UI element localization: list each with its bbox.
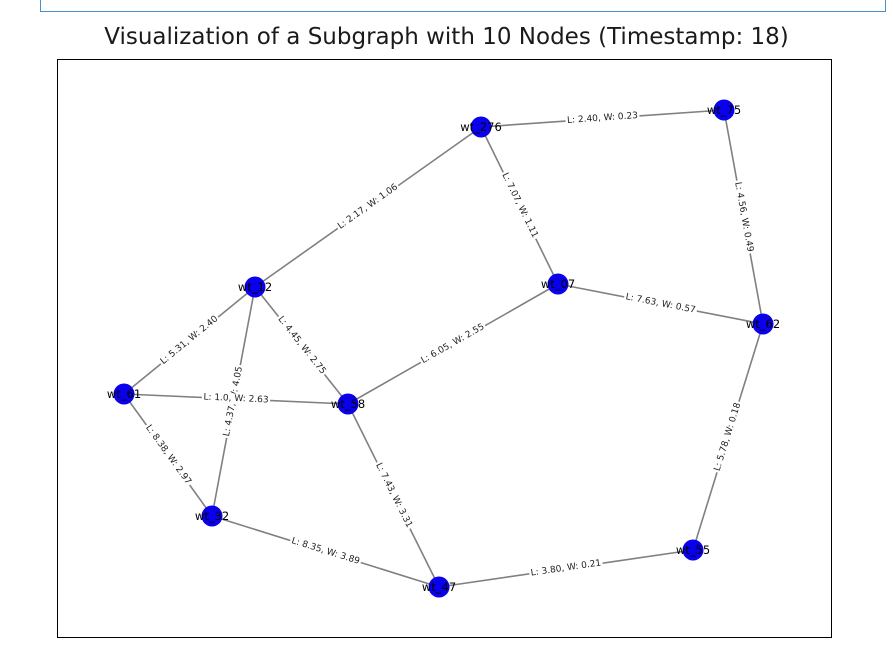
edge-label-group: L: 4.45, W: 2.75 <box>274 313 329 378</box>
edge-label-background <box>623 291 698 317</box>
node-n12 <box>244 276 266 298</box>
edge-label: L: 4.56, W: 0.49 <box>732 181 755 253</box>
node-label: wt_32 <box>195 509 229 523</box>
node-label: wt_12 <box>238 280 272 294</box>
edge-label-background <box>418 320 488 368</box>
edge-label-group: L: 5.78, W: 0.18 <box>711 400 745 474</box>
node-n47 <box>428 576 450 598</box>
edge-label-background <box>731 179 756 255</box>
edge-label-background <box>372 459 415 532</box>
edge-label: L: 5.31, W: 2.40 <box>159 314 221 367</box>
edge-label: L: 8.38, W: 2.97 <box>143 423 193 486</box>
node-label: wt_276 <box>460 120 502 134</box>
edge-label-group: L: 4.56, W: 0.49 <box>731 179 756 255</box>
node-n62 <box>752 313 774 335</box>
edge-label: L: 7.07, W: 1.11 <box>499 171 539 239</box>
node-label: wt_07 <box>541 277 575 291</box>
edge-label: L: 8.35, W: 3.89 <box>290 536 361 567</box>
node-n61 <box>113 383 135 405</box>
edge-label: L: 5.78, W: 0.18 <box>713 401 744 472</box>
figure-title: Visualization of a Subgraph with 10 Node… <box>104 24 789 50</box>
edge-label: L: 3.80, W: 0.21 <box>530 558 602 578</box>
edge-label: L: 1.0, W: 2.63 <box>203 393 269 406</box>
edge-label: L: 2.40, W: 0.23 <box>567 111 639 126</box>
edge-label-group: L: 5.31, W: 2.40 <box>157 312 222 369</box>
edge-label-background <box>711 400 745 474</box>
top-frame-edge <box>40 0 886 12</box>
node-label: wt_61 <box>107 387 141 401</box>
nodes-layer: wt_276 wt_75 wt_12 wt_07 wt_62 wt_61 wt_58 wt_3… <box>107 99 780 598</box>
edge-label-group: L: 7.43, W: 3.31 <box>372 459 415 532</box>
node-label: wt_47 <box>422 580 456 594</box>
node-n276 <box>470 116 492 138</box>
edge-label-background <box>141 421 195 489</box>
edge-label-group: L: 6.05, W: 2.55 <box>418 320 488 368</box>
edge-label: L: 7.43, W: 3.31 <box>373 461 414 529</box>
edge-label-group: L: 7.07, W: 1.11 <box>498 169 541 242</box>
edge-label: L: 2.17, W: 1.06 <box>336 182 400 231</box>
node-n07 <box>547 273 569 295</box>
node-label: wt_55 <box>676 543 710 557</box>
edge-label-group: L: 8.35, W: 3.89 <box>288 535 363 568</box>
node-n58 <box>337 393 359 415</box>
edge-label: L: 6.05, W: 2.55 <box>420 322 487 366</box>
node-n55 <box>682 539 704 561</box>
edge-label-group: L: 8.38, W: 2.97 <box>141 421 195 489</box>
edge-label-group: L: 1.0, W: 2.63 <box>201 391 271 407</box>
edge-label-background <box>274 313 329 378</box>
edge-label-background <box>288 535 363 568</box>
edge-label-background <box>528 557 604 580</box>
edge-label-group: L: 7.63, W: 0.57 <box>623 291 698 317</box>
node-n75 <box>713 99 735 121</box>
edge-label-background <box>334 181 402 233</box>
node-n32 <box>201 505 223 527</box>
edge-label-group: L: 2.40, W: 0.23 <box>565 110 640 127</box>
edge-label-group: L: 3.80, W: 0.21 <box>528 557 604 580</box>
edge-label-background <box>157 312 222 369</box>
edge-label-group: L: 2.17, W: 1.06 <box>334 181 402 233</box>
node-label: wt_58 <box>331 397 365 411</box>
edge-label-background <box>498 169 541 242</box>
edge-label-background <box>565 110 640 127</box>
node-label: wt_75 <box>707 103 741 117</box>
edge-label: L: 4.45, W: 2.75 <box>276 315 328 377</box>
node-label: wt_62 <box>746 317 780 331</box>
edge-label: L: 7.63, W: 0.57 <box>625 292 697 315</box>
plot-frame <box>57 59 832 638</box>
edge-label-background <box>201 391 271 407</box>
